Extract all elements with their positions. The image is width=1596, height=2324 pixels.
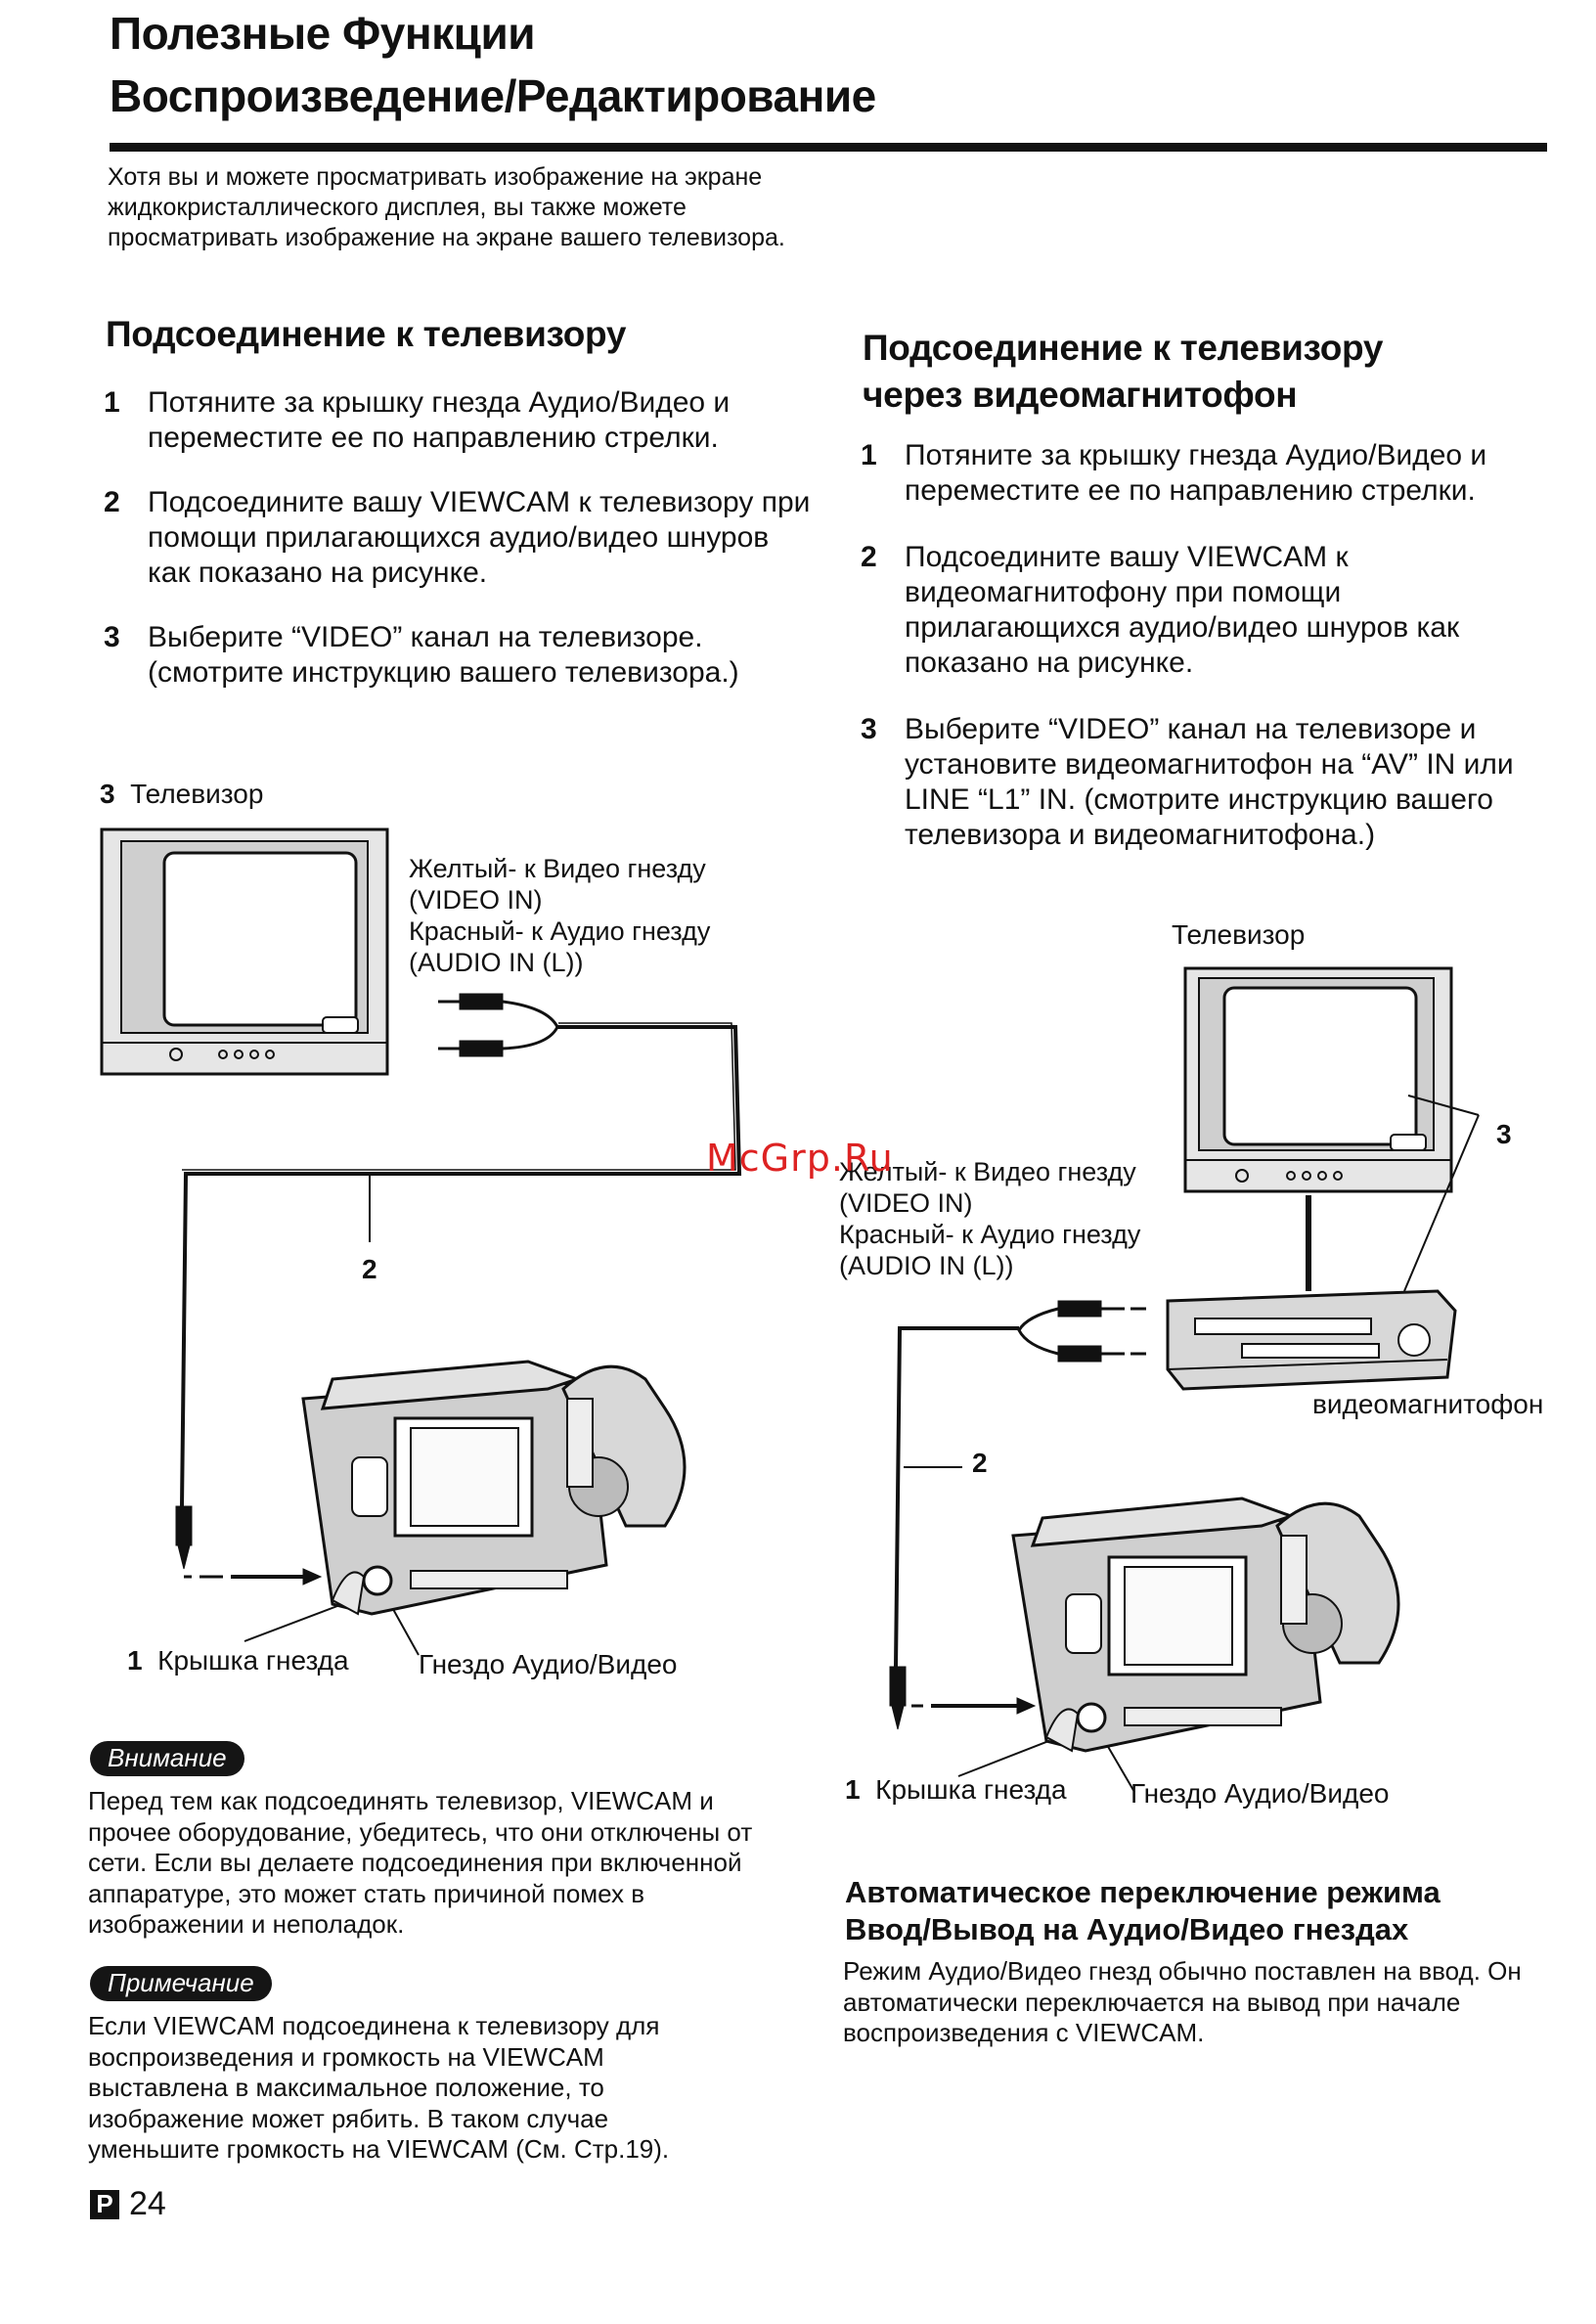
right-cover-num: 1 [845, 1774, 861, 1805]
left-cover-label: 1 Крышка гнезда [127, 1645, 349, 1676]
right-link-num: 3 [1496, 1119, 1512, 1149]
page-letter-box: P [90, 2189, 119, 2219]
left-tv-label: 3 Телевизор [100, 779, 263, 810]
auto-heading-line-2: Ввод/Вывод на Аудио/Видео гнездах [845, 1912, 1409, 1946]
note-text: Если VIEWCAM подсоединена к телевизору д… [88, 2011, 670, 2164]
title-line-1: Полезные Функции [110, 8, 535, 59]
right-tv-vcr-link [1306, 1095, 1480, 1292]
left-step-1-num: 1 [104, 386, 120, 419]
note-title: Примечание [90, 1966, 272, 2001]
right-tv-icon [1183, 966, 1453, 1193]
caution-text: Перед тем как подсоединять телевизор, VI… [88, 1786, 753, 1939]
page-number: P 24 [90, 2185, 166, 2223]
auto-heading-line-1: Автоматическое переключение режима [845, 1875, 1441, 1909]
left-red-1: Красный- к Аудио гнезду [409, 916, 711, 946]
left-step-2-num: 2 [104, 486, 120, 518]
right-step-3: 3 Выберите “VIDEO” канал на телевизоре и… [861, 712, 1545, 853]
intro-paragraph: Хотя вы и можете просматривать изображен… [108, 163, 785, 251]
left-step-2-text: Подсоедините вашу VIEWCAM к телевизору п… [148, 486, 811, 589]
left-yellow-2: (VIDEO IN) [409, 885, 543, 915]
left-tv-icon [100, 827, 389, 1076]
vcr-label: видеомагнитофон [1312, 1389, 1544, 1419]
auto-heading: Автоматическое переключение режима Ввод/… [845, 1874, 1441, 1948]
note-badge: Примечание [90, 1966, 272, 2001]
left-step-3-num: 3 [104, 621, 120, 653]
right-step-1-text: Потяните за крышку гнезда Аудио/Видео и … [905, 439, 1487, 507]
left-step-3: 3 Выберите “VIDEO” канал на телевизоре. … [104, 620, 818, 691]
right-av-cable [889, 1300, 1146, 1793]
left-heading: Подсоединение к телевизору [106, 314, 627, 354]
left-step-3-text: Выберите “VIDEO” канал на телевизоре. (с… [148, 621, 739, 689]
left-cable-num: 2 [362, 1254, 377, 1284]
right-yellow-2: (VIDEO IN) [839, 1188, 973, 1218]
right-cover-label: 1 Крышка гнезда [845, 1774, 1067, 1806]
right-step-1-num: 1 [861, 439, 877, 471]
left-jack-label: Гнездо Аудио/Видео [419, 1649, 678, 1679]
right-step-2: 2 Подсоедините вашу VIEWCAM к видеомагни… [861, 540, 1545, 681]
page-number-text: 24 [129, 2185, 166, 2222]
left-step-1-text: Потяните за крышку гнезда Аудио/Видео и … [148, 386, 731, 454]
caution-badge: Внимание [90, 1741, 244, 1776]
page-title: Полезные Функции Воспроизведение/Редакти… [110, 2, 876, 127]
left-cover-text: Крышка гнезда [157, 1645, 349, 1676]
left-yellow-1: Желтый- к Видео гнезду [409, 854, 706, 883]
auto-text: Режим Аудио/Видео гнезд обычно поставлен… [843, 1956, 1522, 2047]
left-step-2: 2 Подсоедините вашу VIEWCAM к телевизору… [104, 485, 818, 591]
left-steps: 1 Потяните за крышку гнезда Аудио/Видео … [104, 385, 818, 691]
right-heading: Подсоединение к телевизору через видеома… [863, 325, 1383, 419]
right-yellow-1: Желтый- к Видео гнезду [839, 1157, 1136, 1186]
right-camcorder-icon [1011, 1497, 1400, 1753]
vcr-icon [1166, 1289, 1457, 1391]
caution-title: Внимание [90, 1741, 244, 1776]
title-line-2: Воспроизведение/Редактирование [110, 70, 876, 121]
right-step-3-text: Выберите “VIDEO” канал на телевизоре и у… [905, 713, 1514, 851]
left-tv-text: Телевизор [130, 779, 264, 809]
right-heading-line-1: Подсоединение к телевизору [863, 328, 1384, 368]
right-cable-num: 2 [972, 1448, 988, 1478]
watermark: McGrp.Ru [706, 1137, 894, 1180]
right-red-1: Красный- к Аудио гнезду [839, 1220, 1141, 1249]
right-red-2: (AUDIO IN (L)) [839, 1251, 1014, 1280]
left-step-1: 1 Потяните за крышку гнезда Аудио/Видео … [104, 385, 818, 456]
left-tv-num: 3 [100, 779, 115, 809]
right-step-2-text: Подсоедините вашу VIEWCAM к видеомагнито… [905, 541, 1460, 679]
left-red-2: (AUDIO IN (L)) [409, 948, 584, 977]
right-step-3-num: 3 [861, 713, 877, 745]
left-cover-num: 1 [127, 1645, 143, 1676]
right-heading-line-2: через видеомагнитофон [863, 375, 1298, 415]
right-step-1: 1 Потяните за крышку гнезда Аудио/Видео … [861, 438, 1545, 509]
title-rule [110, 143, 1547, 152]
right-jack-label: Гнездо Аудио/Видео [1130, 1778, 1390, 1809]
right-steps: 1 Потяните за крышку гнезда Аудио/Видео … [861, 438, 1545, 853]
left-camcorder-icon [301, 1360, 687, 1616]
right-step-2-num: 2 [861, 541, 877, 573]
right-tv-label: Телевизор [1172, 919, 1306, 950]
right-cover-text: Крышка гнезда [875, 1774, 1067, 1805]
right-cable-labels: Желтый- к Видео гнезду (VIDEO IN) Красны… [839, 1156, 1140, 1281]
left-cable-labels: Желтый- к Видео гнезду (VIDEO IN) Красны… [409, 853, 710, 978]
left-av-cable [175, 993, 742, 1656]
